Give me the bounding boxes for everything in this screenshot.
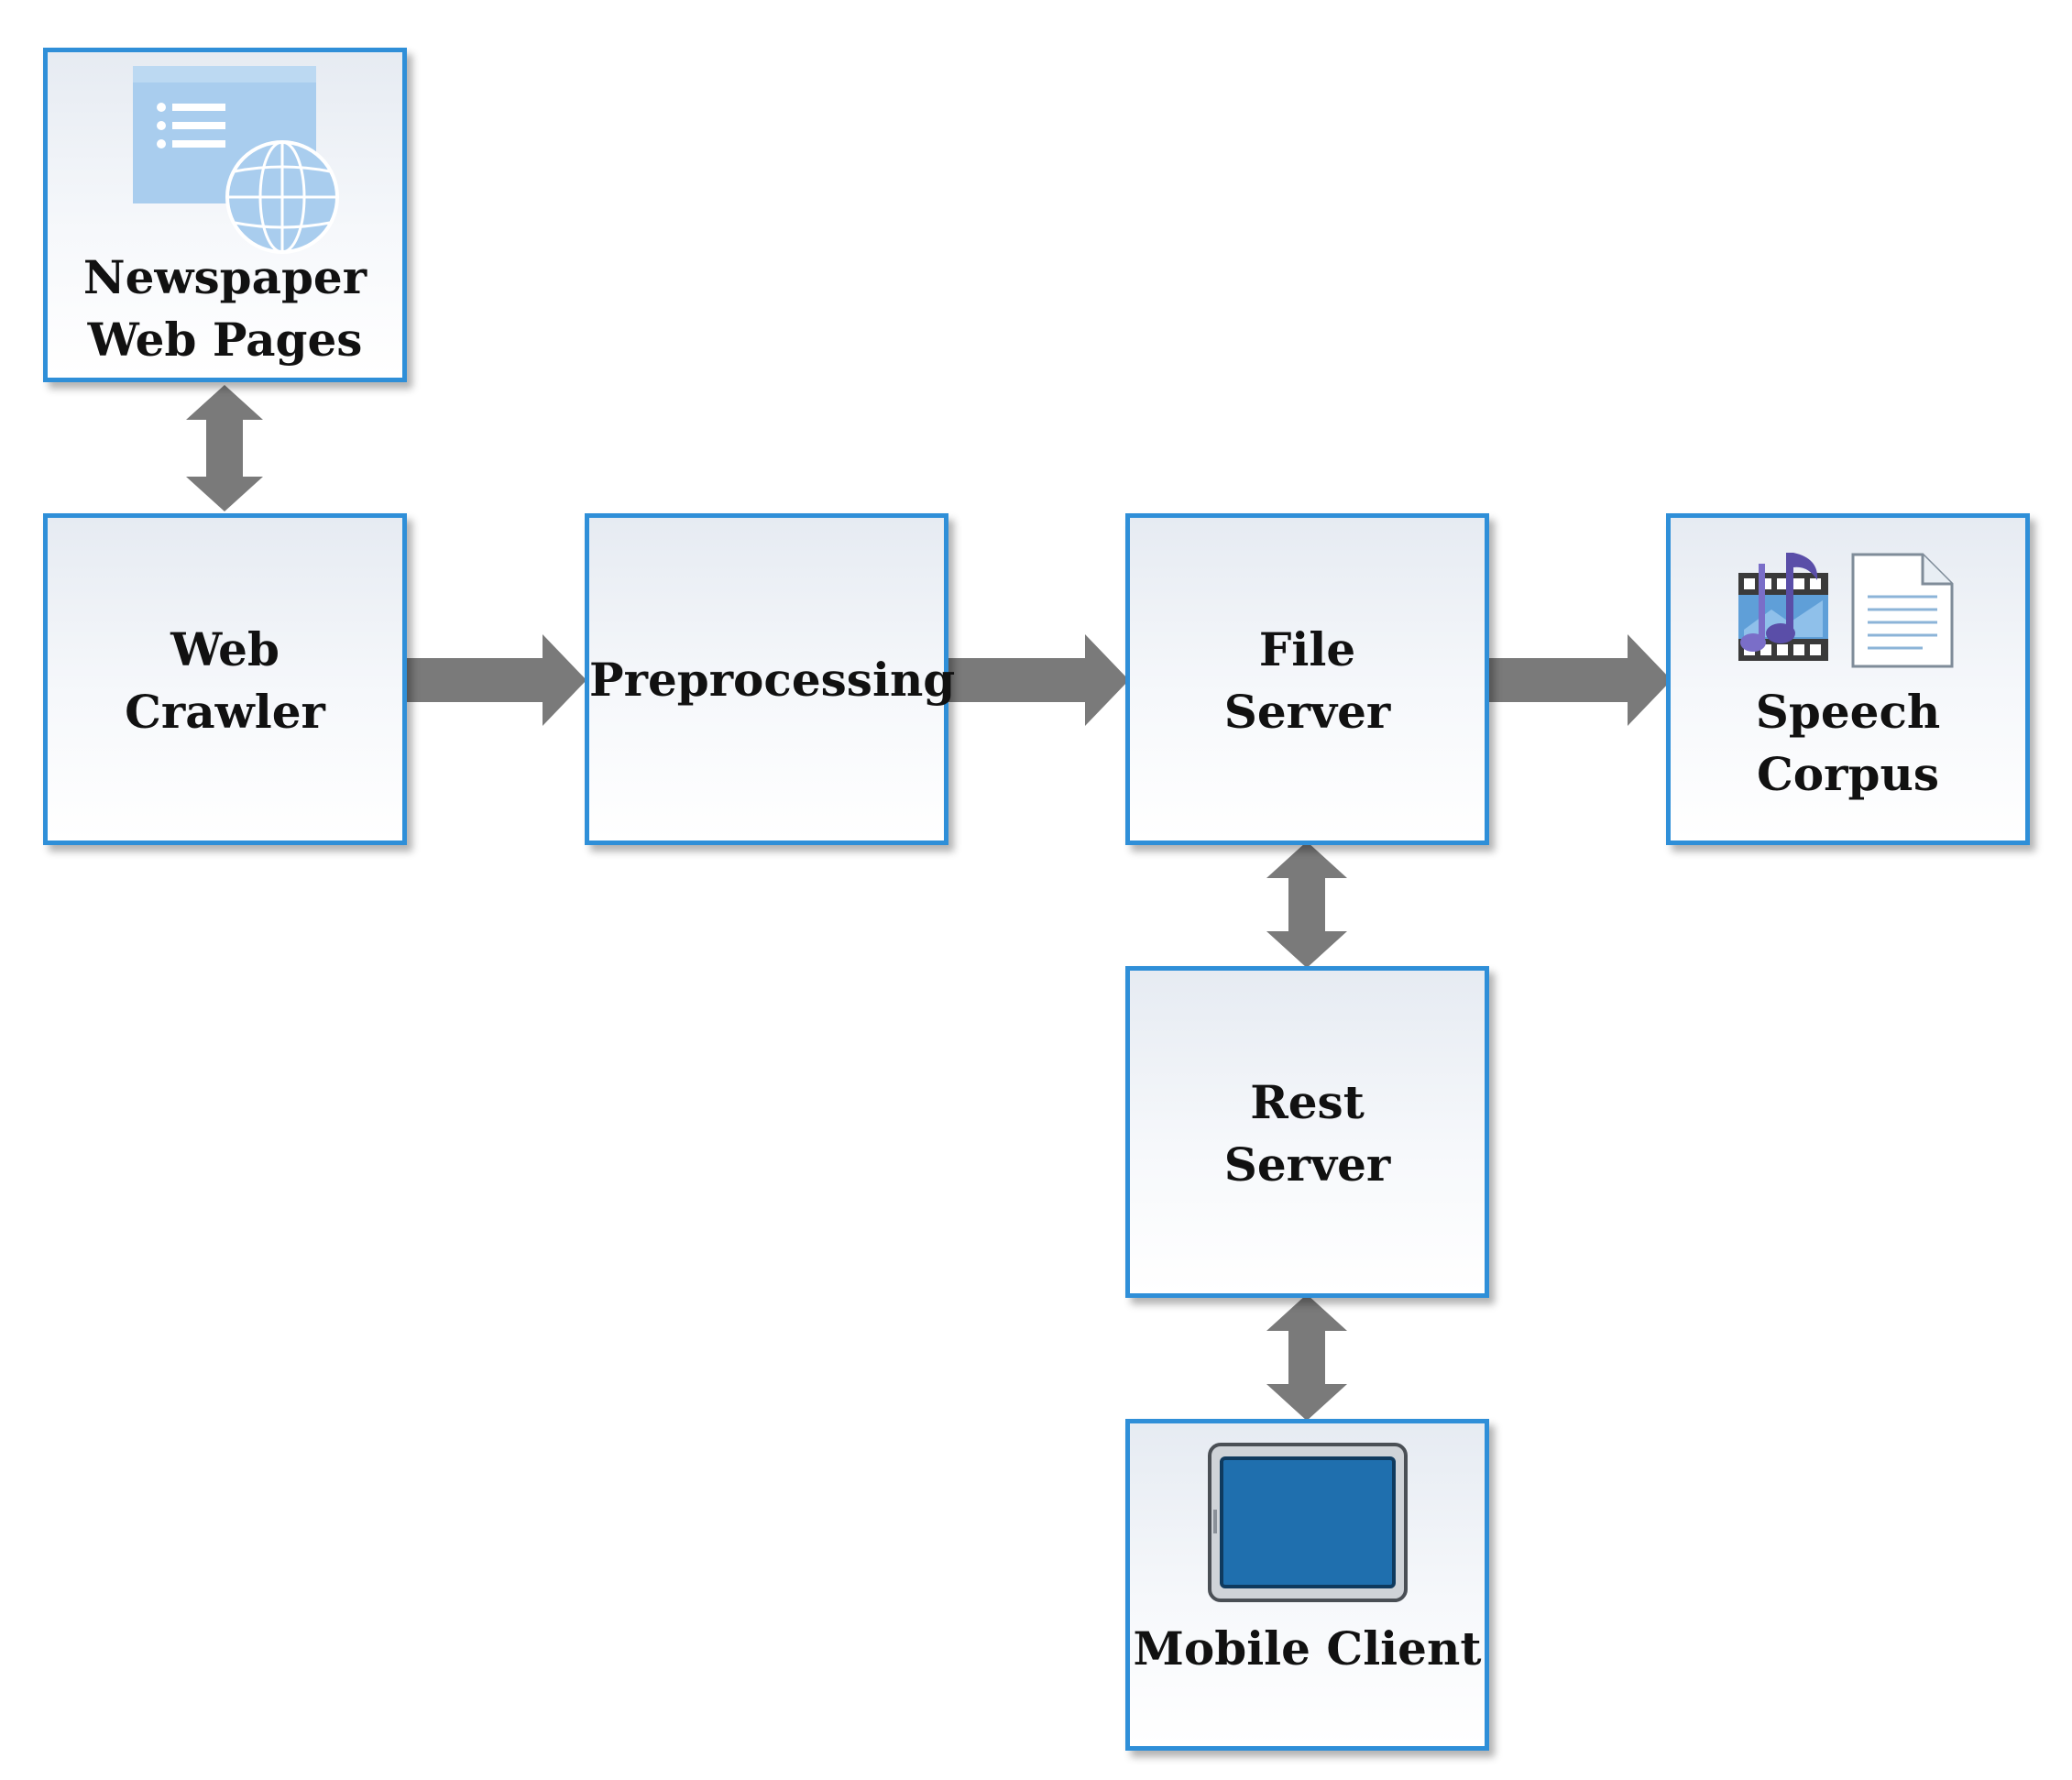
node-speechcorpus-line1: Speech bbox=[1755, 685, 1941, 739]
node-speechcorpus-line2: Corpus bbox=[1757, 747, 1939, 801]
node-speech-corpus: Speech Corpus bbox=[1666, 513, 2030, 845]
node-crawler-line2: Crawler bbox=[125, 685, 325, 739]
arrow-preprocessing-fileserver bbox=[947, 634, 1129, 726]
node-mobileclient-label: Mobile Client bbox=[1130, 1618, 1485, 1680]
node-preprocessing: Preprocessing bbox=[585, 513, 956, 845]
tablet-icon bbox=[1208, 1443, 1408, 1602]
node-newspaper-label: Newspaper Web Pages bbox=[48, 247, 402, 371]
node-mobileclient-line1: Mobile Client bbox=[1133, 1621, 1482, 1676]
node-fileserver-line2: Server bbox=[1223, 685, 1391, 739]
node-restserver-label: Rest Server bbox=[1130, 1071, 1485, 1196]
node-restserver-line2: Server bbox=[1223, 1137, 1391, 1192]
node-crawler-line1: Web bbox=[170, 622, 280, 676]
arrow-restserver-mobileclient bbox=[1266, 1294, 1347, 1421]
node-preprocessing-label: Preprocessing bbox=[589, 649, 956, 711]
node-newspaper-line1: Newspaper bbox=[82, 250, 367, 304]
node-web-crawler: Web Crawler bbox=[43, 513, 407, 845]
node-speechcorpus-label: Speech Corpus bbox=[1671, 681, 2025, 806]
node-restserver-line1: Rest bbox=[1250, 1075, 1365, 1129]
arrow-fileserver-speechcorpus bbox=[1487, 634, 1672, 726]
document-icon bbox=[1851, 553, 1954, 668]
music-film-icon bbox=[1738, 553, 1828, 661]
node-preprocessing-line1: Preprocessing bbox=[589, 653, 956, 707]
node-crawler-label: Web Crawler bbox=[48, 619, 402, 743]
node-newspaper-web-pages: Newspaper Web Pages bbox=[43, 48, 407, 382]
node-newspaper-line2: Web Pages bbox=[87, 313, 363, 367]
arrow-crawler-preprocessing bbox=[403, 634, 587, 726]
node-rest-server: Rest Server bbox=[1125, 966, 1489, 1298]
node-mobile-client: Mobile Client bbox=[1125, 1419, 1489, 1751]
arrow-fileserver-restserver bbox=[1266, 841, 1347, 968]
arrow-newspaper-crawler bbox=[186, 385, 263, 511]
node-fileserver-label: File Server bbox=[1130, 619, 1485, 743]
node-file-server: File Server bbox=[1125, 513, 1489, 845]
node-fileserver-line1: File bbox=[1258, 622, 1356, 676]
web-page-globe-icon bbox=[133, 66, 339, 254]
